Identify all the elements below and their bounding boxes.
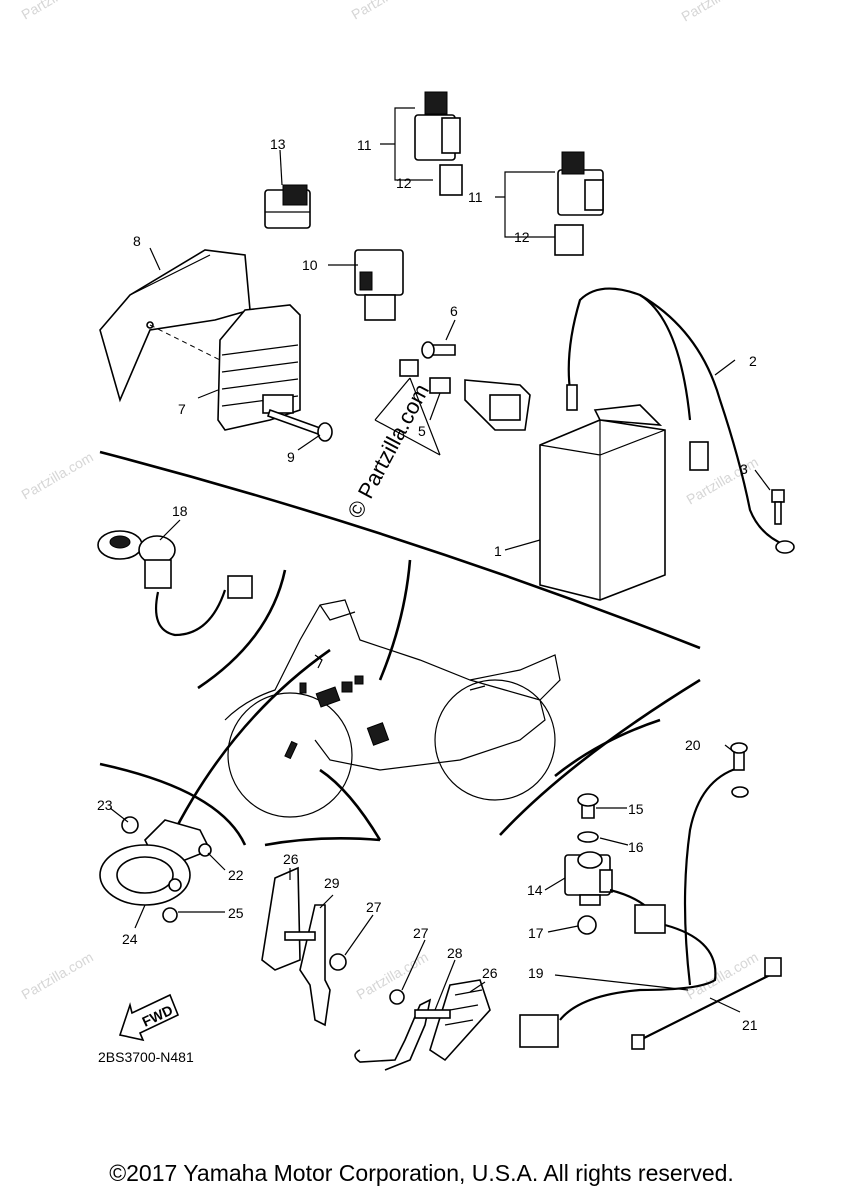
part-relay-13[interactable] [264,184,311,229]
callout-19: 19 [528,965,544,981]
callout-11-right: 11 [468,189,483,205]
callout-28: 28 [447,945,463,961]
part-sensor[interactable] [564,793,613,935]
callout-26-left: 26 [283,851,299,867]
diagram-code: 2BS3700-N481 [98,1049,194,1065]
part-battery[interactable] [539,404,666,601]
callout-21: 21 [742,1017,758,1033]
callout-14: 14 [527,882,543,898]
callout-18: 18 [172,503,188,519]
callout-27-right: 27 [413,925,429,941]
callout-20: 20 [685,737,701,753]
callout-8: 8 [133,233,141,249]
part-fuse-box[interactable] [374,341,531,456]
callout-6: 6 [450,303,458,319]
watermark-text: Partzilla.com [19,0,96,23]
motorcycle-outline [224,599,561,818]
part-accessory-socket[interactable] [97,530,253,637]
watermark-text: Partzilla.com [349,0,426,23]
part-wire-harness[interactable] [519,766,739,1048]
copyright-notice: ©2017 Yamaha Motor Corporation, U.S.A. A… [109,1160,734,1186]
part-bolt-20[interactable] [730,742,749,798]
callout-5: 5 [418,423,426,439]
forward-arrow: FWD [118,993,180,1042]
callout-24: 24 [122,931,138,947]
callout-22: 22 [228,867,244,883]
part-reflector-right[interactable] [354,979,491,1071]
callout-10: 10 [302,257,318,273]
callout-27-left: 27 [366,899,382,915]
callout-9: 9 [287,449,295,465]
part-rectifier-regulator[interactable] [217,304,301,431]
callout-17: 17 [528,925,544,941]
callout-15: 15 [628,801,644,817]
part-relay-11-upper[interactable] [414,91,463,196]
callout-13: 13 [270,136,286,152]
callout-25: 25 [228,905,244,921]
callout-12-upper: 12 [396,175,412,191]
watermark-text: Partzilla.com [19,449,96,503]
leader-lines [109,107,771,1013]
callout-7: 7 [178,401,186,417]
part-bolt-3[interactable] [771,489,785,525]
part-battery-cable[interactable] [566,287,795,554]
part-horn[interactable] [99,816,212,923]
part-relay-10[interactable] [354,249,404,321]
part-relay-11-right[interactable] [554,151,604,256]
part-bolt-9[interactable] [266,408,333,442]
callout-labels: 1 2 3 5 6 7 8 9 10 11 11 12 12 13 14 15 … [97,136,758,1033]
callout-23: 23 [97,797,113,813]
callout-3: 3 [740,461,748,477]
part-lead-wire[interactable] [631,957,782,1050]
part-reflector-left[interactable] [261,866,347,1027]
watermark-text: Partzilla.com [679,0,756,25]
watermark-text: Partzilla.com [684,949,761,1003]
watermark-text: Partzilla.com [19,949,96,1003]
callout-16: 16 [628,839,644,855]
center-watermark: © Partzilla.com [342,380,434,523]
callout-11-upper: 11 [357,137,372,153]
callout-1: 1 [494,543,502,559]
callout-2: 2 [749,353,757,369]
callout-26-right: 26 [482,965,498,981]
callout-29: 29 [324,875,340,891]
callout-12-right: 12 [514,229,530,245]
section-dividers [99,450,701,847]
